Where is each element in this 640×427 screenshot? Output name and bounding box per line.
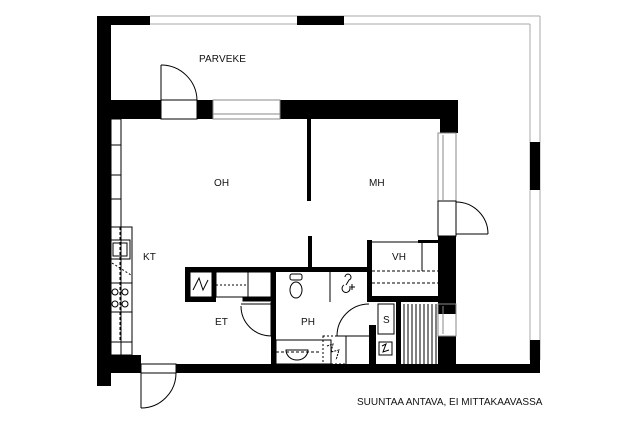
room-label-oh: OH xyxy=(214,178,230,189)
room-label-ph: PH xyxy=(301,317,316,328)
scale-disclaimer: SUUNTAA ANTAVA, EI MITTAKAAVASSA xyxy=(357,397,543,408)
sauna-benches xyxy=(377,303,437,364)
walls xyxy=(97,16,540,386)
room-label-vh: VH xyxy=(392,252,407,263)
room-label-et: ET xyxy=(215,317,228,328)
closet-shelves xyxy=(372,243,438,284)
entrance-closets xyxy=(189,271,272,302)
doors xyxy=(140,64,489,409)
room-label-s: S xyxy=(383,315,390,326)
balcony-outline xyxy=(150,15,541,360)
room-label-parveke: PARVEKE xyxy=(199,54,247,65)
kitchen-counter xyxy=(106,118,133,356)
bathroom-fixtures xyxy=(275,272,355,365)
room-label-mh: MH xyxy=(369,178,385,189)
room-label-kt: KT xyxy=(143,252,156,263)
